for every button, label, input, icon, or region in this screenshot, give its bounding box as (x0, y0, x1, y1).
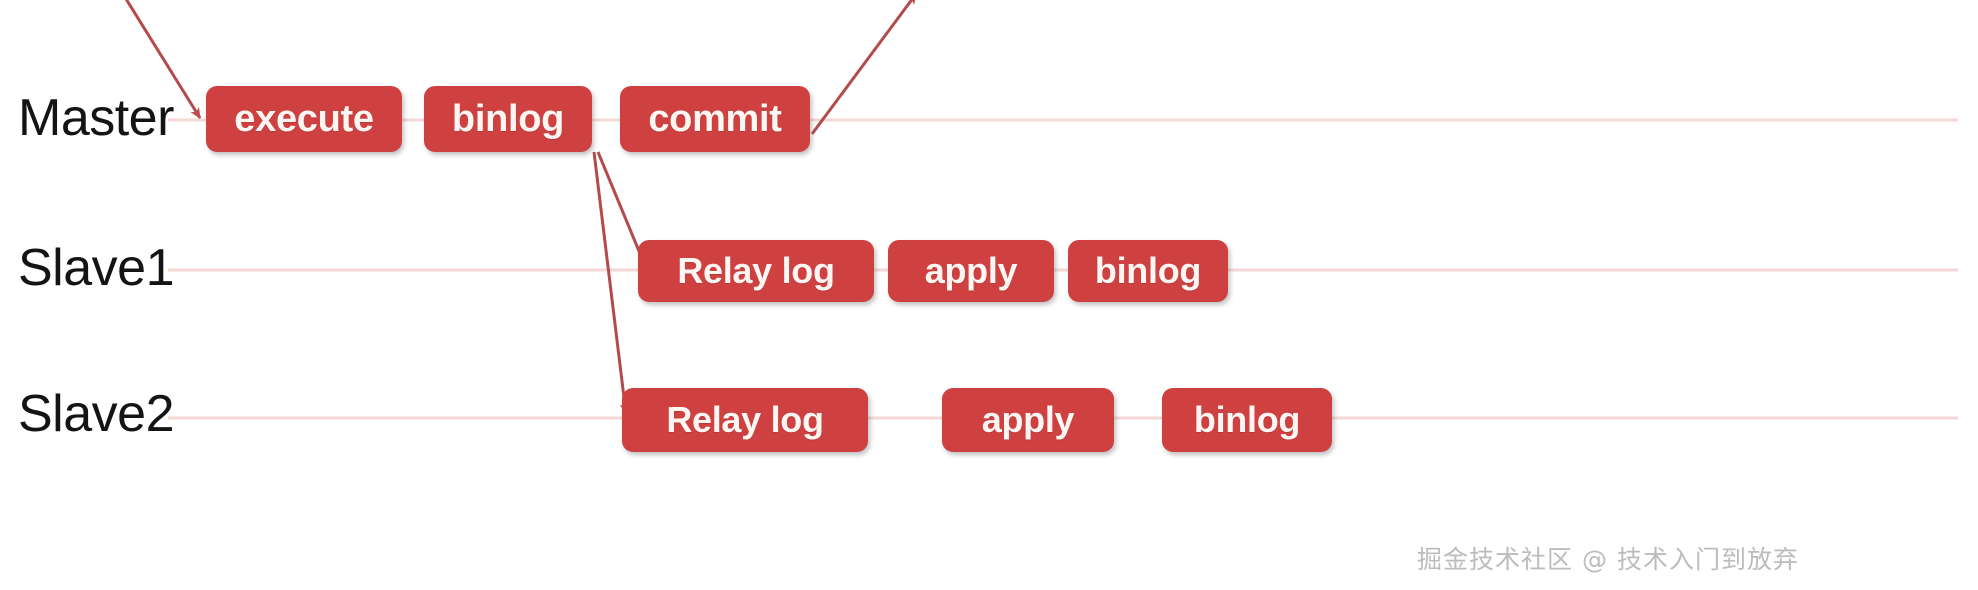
node-master-binlog[interactable]: binlog (424, 86, 592, 152)
node-slave2-apply[interactable]: apply (942, 388, 1114, 452)
node-label: Relay log (666, 399, 824, 440)
node-master-execute[interactable]: execute (206, 86, 402, 152)
node-slave2-binlog[interactable]: binlog (1162, 388, 1332, 452)
lane-axes (160, 85, 1969, 453)
diagonal-arrows (124, 0, 917, 415)
lane-label-slave1: Slave1 (18, 239, 175, 297)
lane-label-master: Master (18, 89, 174, 147)
node-label: Relay log (677, 250, 835, 291)
node-slave1-relay-log[interactable]: Relay log (638, 240, 874, 302)
node-label: apply (924, 250, 1018, 291)
diagonal-commit-response (810, 0, 917, 135)
diagonal-binlog-to-slave2 (592, 151, 630, 415)
node-slave1-apply[interactable]: apply (888, 240, 1054, 302)
node-label: binlog (451, 97, 565, 140)
node-label: commit (648, 97, 782, 140)
node-master-commit[interactable]: commit (620, 86, 810, 152)
node-label: apply (981, 399, 1075, 440)
lane-label-slave2: Slave2 (18, 385, 175, 443)
watermark: 掘金技术社区 @ 技术入门到放弃 (1417, 545, 1799, 574)
node-label: execute (234, 97, 374, 140)
node-slave2-relay-log[interactable]: Relay log (622, 388, 868, 452)
node-label: binlog (1094, 250, 1202, 291)
node-slave1-binlog[interactable]: binlog (1068, 240, 1228, 302)
node-label: binlog (1193, 399, 1301, 440)
